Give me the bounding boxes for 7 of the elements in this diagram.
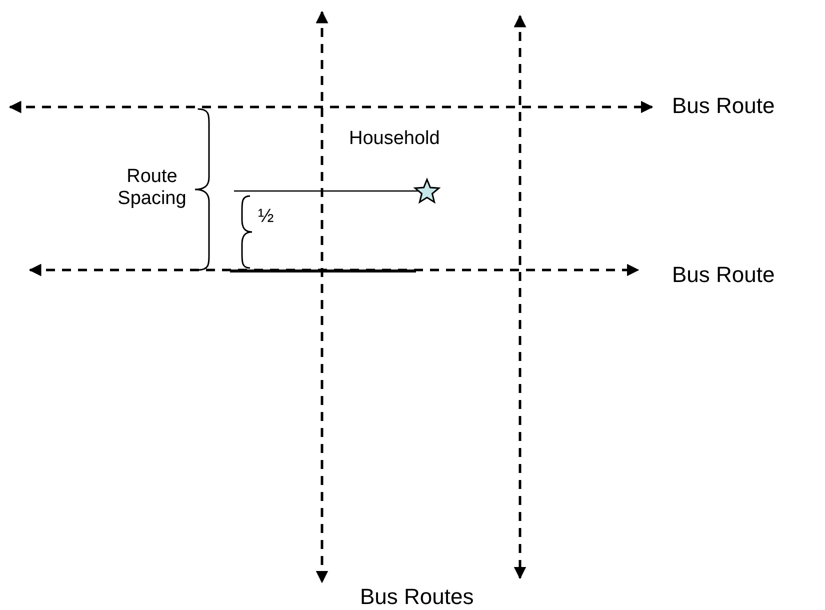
route-label: Bus Route xyxy=(672,262,775,288)
route-label: Bus Routes xyxy=(360,584,474,610)
dimension-label: ½ xyxy=(258,206,274,228)
route-label: Bus Route xyxy=(672,93,775,118)
star-marker xyxy=(413,177,441,204)
dimension-label: Route Spacing xyxy=(116,166,188,210)
node-caption: Household xyxy=(349,128,440,150)
